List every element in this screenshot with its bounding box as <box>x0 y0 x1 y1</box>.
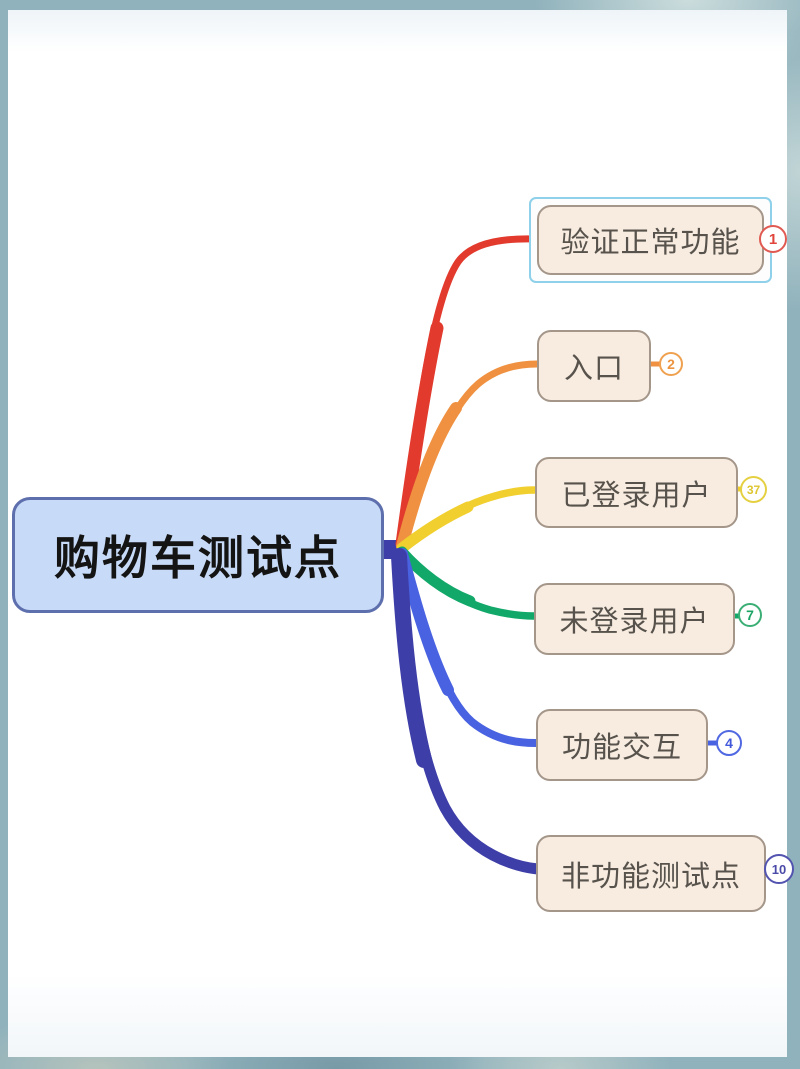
topic-label: 验证正常功能 <box>560 227 741 259</box>
topic-non-functional-test-points[interactable]: 非功能测试点 <box>536 835 766 912</box>
topic-label: 已登录用户 <box>561 479 712 512</box>
badge-number: 1 <box>768 230 778 248</box>
topic-entrance[interactable]: 入口 <box>537 330 651 402</box>
badge-number: 7 <box>746 607 754 623</box>
topic-not-logged-in-user[interactable]: 未登录用户 <box>534 583 735 655</box>
root-topic-shopping-cart-test-points[interactable]: 购物车测试点 <box>12 497 384 613</box>
background-frame-right <box>787 0 800 1069</box>
topic-number-badge-1: 1 <box>759 225 787 253</box>
topic-label: 非功能测试点 <box>560 860 741 893</box>
topic-number-badge-4: 7 <box>738 603 762 627</box>
topic-label: 功能交互 <box>561 732 682 764</box>
background-frame-left <box>0 0 8 1069</box>
badge-number: 10 <box>771 861 787 877</box>
topic-label: 入口 <box>563 353 624 385</box>
badge-number: 37 <box>746 482 761 497</box>
topic-logged-in-user[interactable]: 已登录用户 <box>535 457 738 528</box>
background-frame-bottom <box>0 1057 800 1069</box>
badge-number: 4 <box>725 735 733 751</box>
topic-function-interaction[interactable]: 功能交互 <box>536 709 708 781</box>
topic-number-badge-2: 2 <box>659 352 683 376</box>
topic-number-badge-3: 37 <box>740 476 767 503</box>
topic-verify-normal-function[interactable]: 验证正常功能 <box>537 205 764 275</box>
selection-outline: 验证正常功能 <box>529 197 772 283</box>
background-frame-top <box>0 0 800 10</box>
badge-number: 2 <box>667 356 675 372</box>
root-topic-label: 购物车测试点 <box>54 532 342 584</box>
topic-label: 未登录用户 <box>559 606 710 638</box>
topic-number-badge-5: 4 <box>716 730 742 756</box>
